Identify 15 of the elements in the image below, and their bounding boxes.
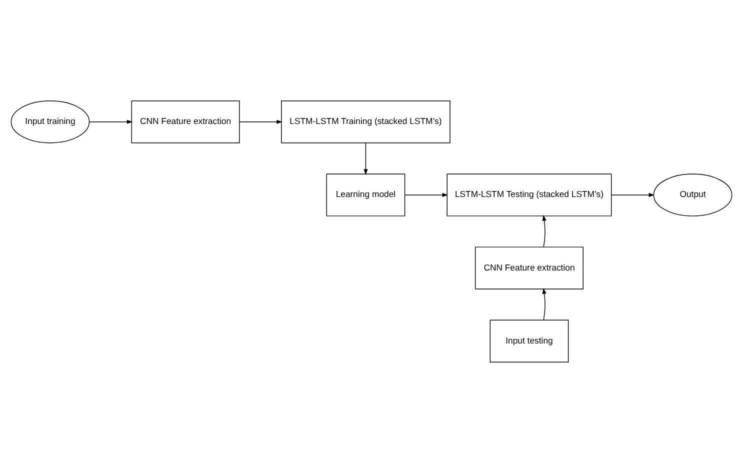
arrow bbox=[239, 120, 282, 124]
arrow bbox=[542, 214, 546, 248]
node-box: CNN Feature extraction bbox=[474, 246, 584, 290]
node-ellipse: Output bbox=[653, 174, 732, 216]
node-box: LSTM-LSTM Training (stacked LSTM’s) bbox=[281, 100, 450, 144]
arrow bbox=[611, 192, 655, 197]
node-box: Learning model bbox=[326, 174, 406, 216]
node-box: LSTM-LSTM Testing (stacked LSTM’s) bbox=[446, 174, 612, 216]
node-ellipse: Input training bbox=[10, 100, 90, 144]
arrow bbox=[542, 288, 546, 320]
arrow bbox=[364, 142, 368, 175]
node-box: Input testing bbox=[490, 320, 569, 362]
arrow bbox=[404, 192, 448, 197]
node-box: CNN Feature extraction bbox=[131, 100, 240, 144]
arrow bbox=[88, 120, 133, 124]
